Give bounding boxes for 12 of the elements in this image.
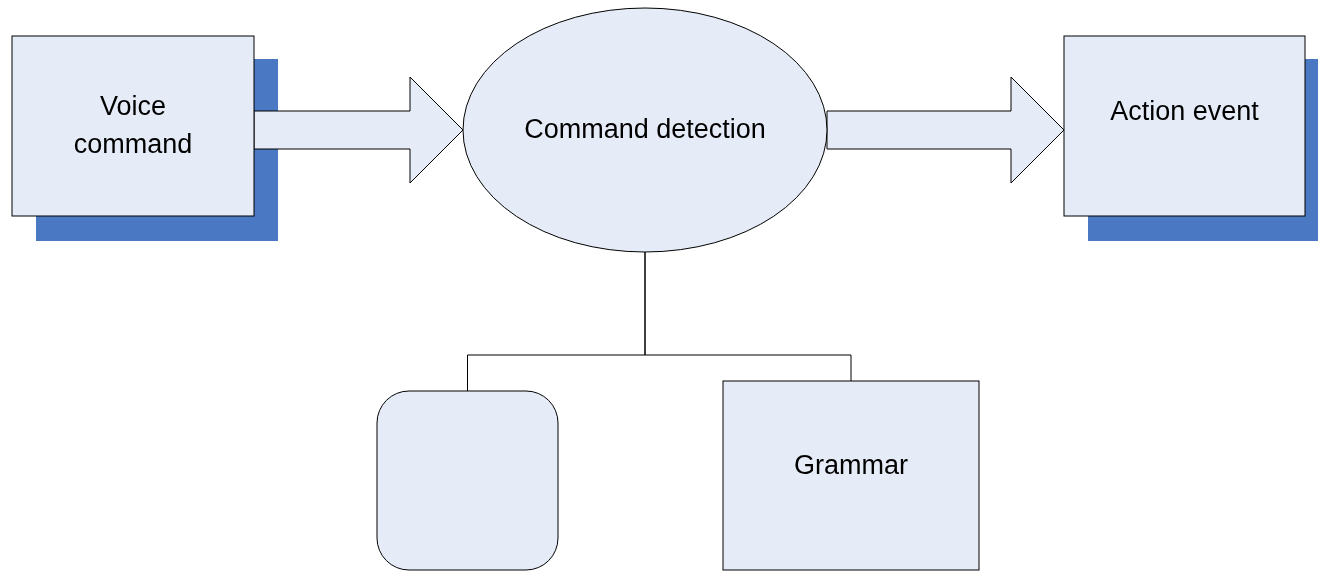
block-arrow: [826, 76, 1065, 184]
node-label: Voice command: [72, 90, 194, 161]
process-box: [722, 380, 980, 571]
block-arrow: [253, 76, 464, 184]
process-box: [1063, 35, 1306, 217]
rounded-box: [376, 390, 559, 571]
process-ellipse: [462, 7, 828, 253]
connector-line: [644, 251, 852, 382]
node-label: Grammar: [794, 448, 908, 482]
node-label: Command detection: [524, 113, 766, 147]
process-box: [11, 35, 255, 217]
node-label: Action event: [1110, 95, 1259, 129]
